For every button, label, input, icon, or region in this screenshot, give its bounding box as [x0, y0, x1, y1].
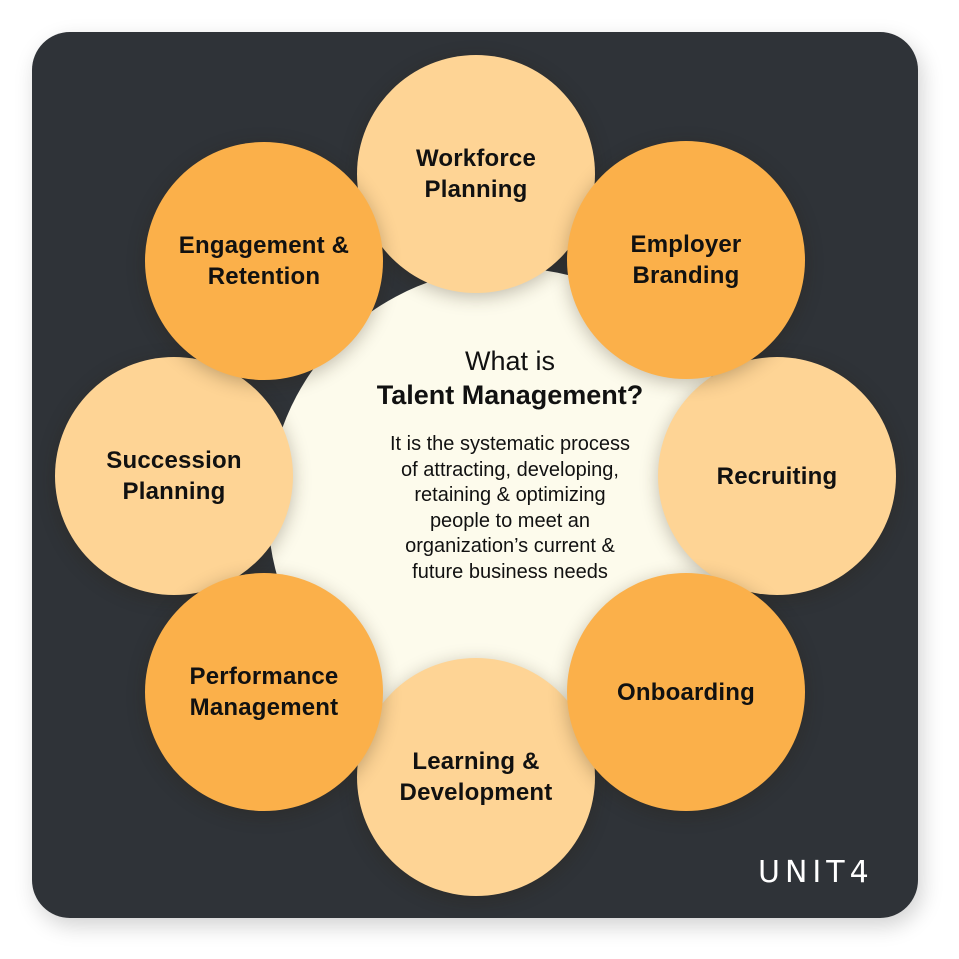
node-label: Succession Planning: [106, 447, 242, 505]
title-line-1: What is: [464, 346, 556, 376]
node-label: Employer Branding: [630, 231, 742, 289]
node-label: Onboarding: [617, 678, 755, 706]
node-label: Workforce Planning: [415, 145, 537, 203]
diagram-card: Workforce Planning Employer Branding Rec…: [32, 32, 918, 918]
center-text: What is Talent Management? It is the sys…: [268, 344, 752, 586]
node-label: Learning & Development: [399, 748, 553, 806]
node-label: Engagement & Retention: [178, 232, 350, 290]
title-line-2: Talent Management?: [376, 380, 644, 410]
description: It is the systematic process of attracti…: [389, 433, 631, 583]
node-learning-development: Learning & Development: [357, 658, 595, 896]
node-label: Performance Management: [189, 663, 339, 721]
node-recruiting: Recruiting: [658, 357, 896, 595]
node-employer-branding: Employer Branding: [567, 141, 805, 379]
node-succession-planning: Succession Planning: [55, 357, 293, 595]
node-label: Recruiting: [716, 462, 838, 490]
node-onboarding: Onboarding: [567, 573, 805, 811]
unit4-logo: UNIT4: [758, 855, 874, 890]
node-engagement-retention: Engagement & Retention: [145, 142, 383, 380]
node-workforce-planning: Workforce Planning: [357, 55, 595, 293]
node-performance-management: Performance Management: [145, 573, 383, 811]
